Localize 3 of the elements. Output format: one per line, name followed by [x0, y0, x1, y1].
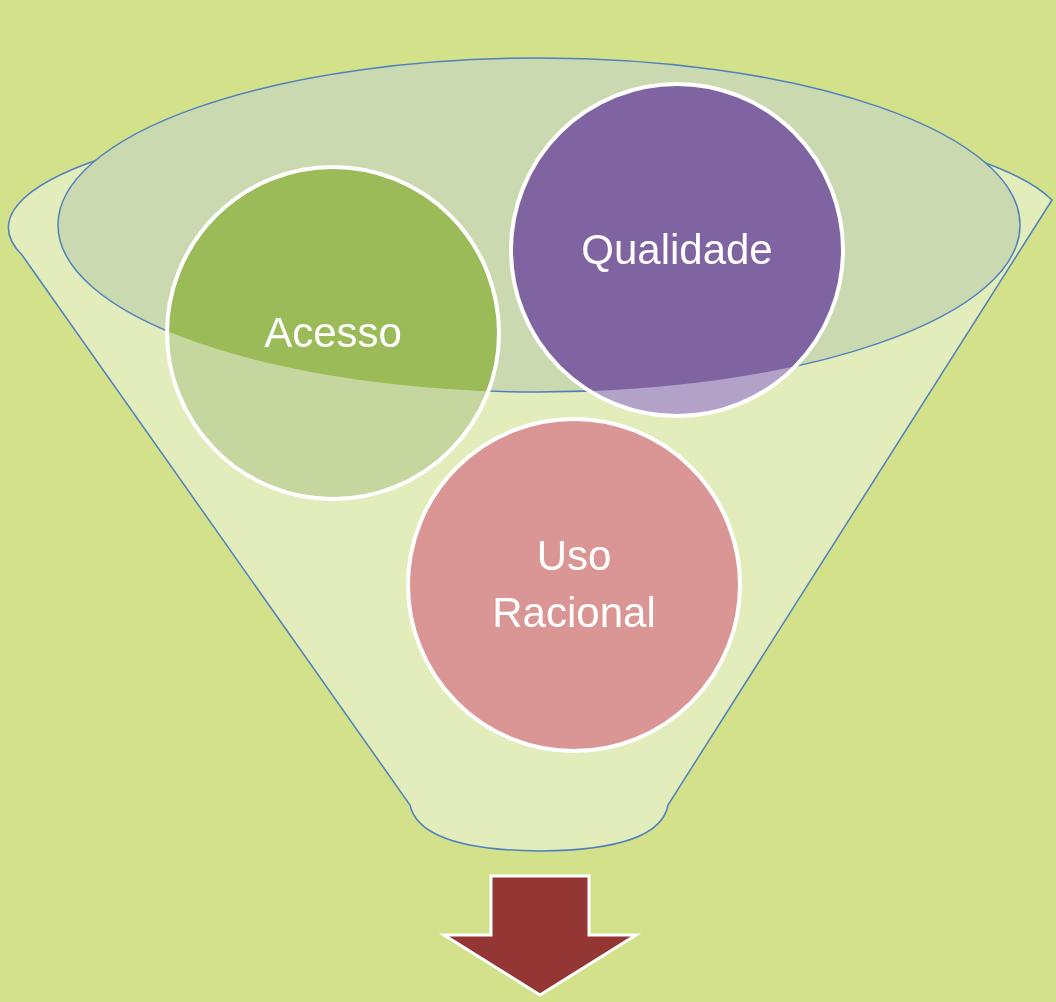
circle-label: Uso Racional	[491, 531, 657, 638]
circle-label: Qualidade	[581, 224, 773, 275]
circle-label: Acesso	[264, 307, 402, 358]
